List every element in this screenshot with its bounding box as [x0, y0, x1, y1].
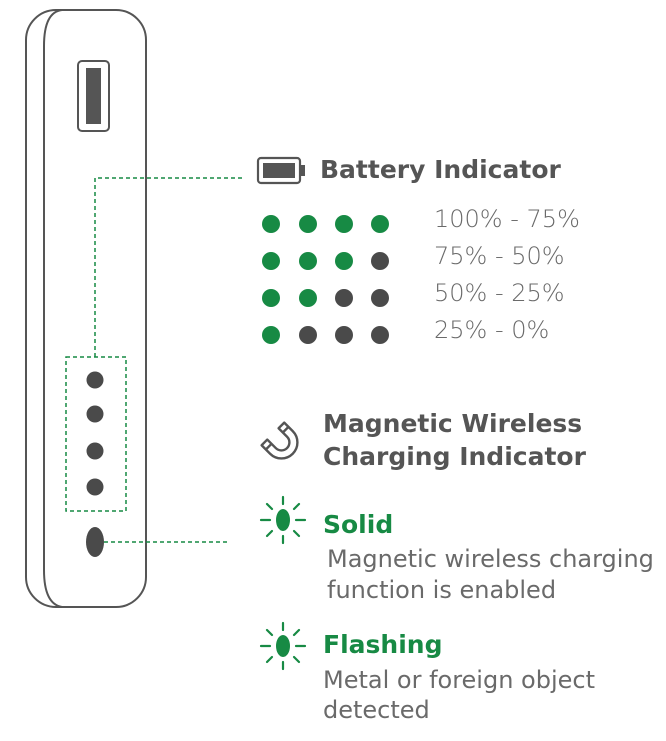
device-battery-led-housing: [65, 356, 127, 512]
device-battery-leds: [86, 371, 104, 496]
battery-led-dot: [335, 289, 353, 307]
battery-led-dot: [335, 252, 353, 270]
battery-led-dot: [299, 326, 317, 344]
power-bank-outline: [25, 9, 147, 608]
battery-led-dot: [262, 252, 280, 270]
state-solid-description-line1: Magnetic wireless charging: [327, 545, 654, 573]
state-flashing-description-line1: Metal or foreign object: [323, 666, 596, 694]
battery-led-dot: [371, 289, 389, 307]
device-wireless-led: [86, 527, 104, 557]
state-flashing-description-line2: detected: [323, 696, 430, 724]
state-solid-description-line2: function is enabled: [327, 576, 557, 604]
battery-led-dot: [299, 289, 317, 307]
wireless-indicator-title-line1: Magnetic Wireless: [323, 409, 583, 438]
state-solid-label: Solid: [323, 510, 394, 539]
battery-indicator-title: Battery Indicator: [320, 155, 561, 184]
battery-led-dot: [299, 215, 317, 233]
light-burst-icon: [259, 495, 307, 545]
battery-level-label: 25% - 0%: [434, 316, 550, 344]
wireless-indicator-title-line2: Charging Indicator: [323, 442, 586, 471]
battery-led-dot: [299, 252, 317, 270]
usb-port-icon: [77, 60, 110, 132]
battery-led-dot: [371, 215, 389, 233]
battery-icon: [256, 156, 305, 185]
state-flashing-label: Flashing: [323, 630, 443, 659]
battery-level-label: 100% - 75%: [434, 205, 580, 233]
battery-led-dot: [262, 326, 280, 344]
battery-callout-line: [94, 177, 242, 357]
battery-led-dot: [335, 215, 353, 233]
battery-led-dot: [371, 252, 389, 270]
light-burst-icon: [259, 621, 307, 671]
magnet-icon: [260, 421, 299, 460]
battery-led-dot: [262, 215, 280, 233]
battery-led-dot: [371, 326, 389, 344]
battery-led-dot: [262, 289, 280, 307]
battery-led-dot: [335, 326, 353, 344]
battery-level-label: 75% - 50%: [434, 242, 565, 270]
battery-level-label: 50% - 25%: [434, 279, 565, 307]
